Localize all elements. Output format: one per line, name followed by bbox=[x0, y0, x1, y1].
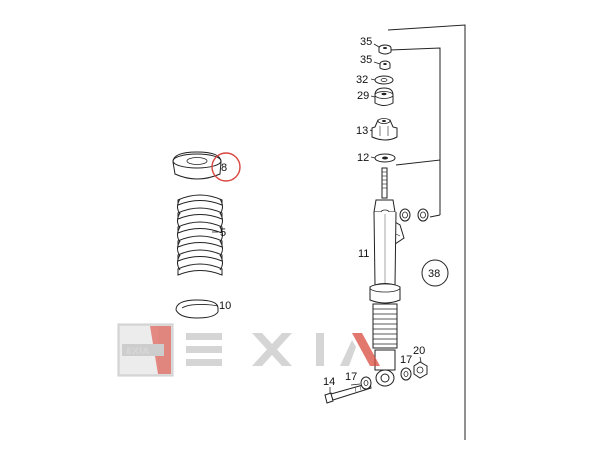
highlight-circle bbox=[211, 152, 241, 182]
rubber-bushing-part[interactable] bbox=[360, 376, 372, 390]
bolt-part[interactable] bbox=[324, 382, 372, 404]
washer-part[interactable] bbox=[374, 75, 394, 85]
watermark-logo: EXIA bbox=[117, 323, 174, 377]
washer-part[interactable] bbox=[374, 153, 396, 163]
strut-mount-part[interactable] bbox=[371, 118, 398, 141]
side-ring-part[interactable] bbox=[417, 208, 429, 222]
callout-10: 10 bbox=[219, 300, 231, 312]
assembly-bracket-line bbox=[387, 24, 466, 440]
lower-seat-ring-part[interactable] bbox=[175, 299, 219, 319]
callout-5: 5 bbox=[220, 227, 226, 239]
callout-13: 13 bbox=[356, 125, 368, 137]
assembly-bracket-segment-2 bbox=[395, 159, 441, 215]
watermark-letters bbox=[186, 333, 380, 366]
nut-part[interactable] bbox=[379, 60, 391, 70]
callout-35-lower: 35 bbox=[360, 54, 372, 66]
nut-part[interactable] bbox=[378, 44, 392, 55]
callout-8: 8 bbox=[221, 162, 227, 174]
watermark-letter-x bbox=[252, 333, 292, 366]
assembly-bracket-segment bbox=[389, 47, 441, 160]
kit-callout-38: 38 bbox=[421, 259, 449, 287]
callout-20: 20 bbox=[413, 345, 425, 357]
callout-12: 12 bbox=[357, 152, 369, 164]
callout-14: 14 bbox=[323, 376, 335, 388]
side-ring-part[interactable] bbox=[399, 208, 411, 222]
callout-32: 32 bbox=[356, 74, 368, 86]
callout-17-left: 17 bbox=[345, 371, 357, 383]
rubber-bushing-part[interactable] bbox=[374, 87, 394, 106]
callout-17-right: 17 bbox=[400, 354, 412, 366]
spring-seat-part[interactable] bbox=[172, 151, 222, 180]
watermark-logo-text: EXIA bbox=[126, 347, 149, 357]
watermark-letter-a bbox=[340, 333, 380, 366]
callout-11: 11 bbox=[358, 248, 369, 260]
callout-38: 38 bbox=[428, 268, 440, 280]
coil-spring-part[interactable] bbox=[177, 194, 223, 276]
watermark-letter-e bbox=[186, 333, 222, 366]
watermark-letter-i bbox=[316, 333, 324, 366]
callout-35-top: 35 bbox=[360, 36, 372, 48]
shock-absorber-part[interactable] bbox=[369, 167, 405, 387]
nut-part[interactable] bbox=[413, 361, 428, 379]
rubber-bushing-part[interactable] bbox=[400, 367, 412, 381]
callout-29: 29 bbox=[357, 90, 369, 102]
